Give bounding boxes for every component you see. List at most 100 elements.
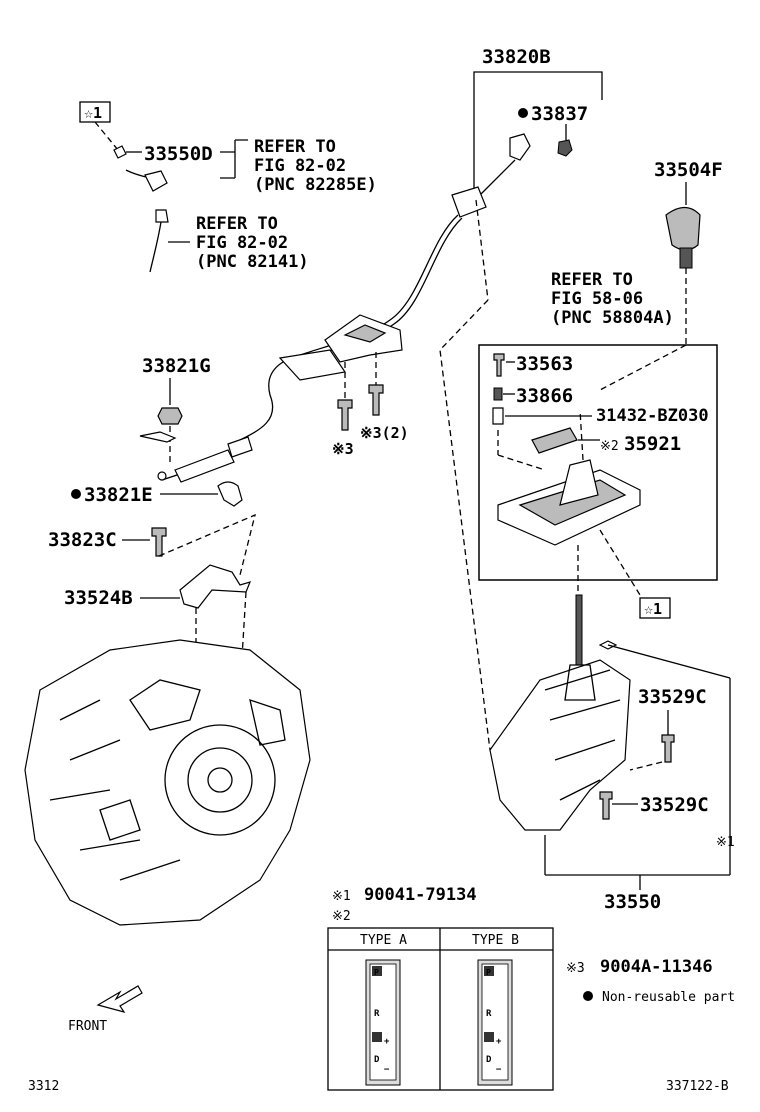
- type-b-n-box: [484, 1032, 494, 1042]
- ref3-line3: (PNC 58804A): [551, 308, 674, 328]
- shift-knob-icon: [665, 206, 701, 251]
- type-a-p: P: [374, 968, 379, 977]
- connector-icon: [155, 209, 169, 223]
- cable-collar-icon: [227, 436, 253, 458]
- type-b-plate-inner: [481, 963, 509, 1081]
- non-reusable-dot-33821E: [71, 489, 81, 499]
- lock-release-icon: [144, 170, 168, 192]
- label-33823C[interactable]: 33823C: [48, 529, 117, 551]
- label-33550D[interactable]: 33550D: [144, 143, 213, 165]
- ref2-line3: (PNC 82141): [196, 252, 309, 272]
- shift-lever-ribs: [544, 669, 621, 801]
- front-arrow: FRONT: [68, 985, 143, 1034]
- note3-label-a: ※3: [332, 440, 354, 458]
- transaxle-bell-inner: [187, 747, 253, 813]
- cable-eye-icon: [157, 471, 167, 481]
- shift-lever-pivot: [564, 664, 596, 701]
- type-a-n-box: [372, 1032, 382, 1042]
- label-33563[interactable]: 33563: [516, 353, 573, 375]
- front-label: FRONT: [68, 1019, 107, 1034]
- dash-to-star1: [599, 529, 641, 596]
- dash-pin-b: [497, 454, 546, 471]
- non-reusable-dot-33837: [518, 108, 528, 118]
- dash-star1-a: [94, 121, 119, 151]
- legend-note3-mark: ※3: [566, 961, 585, 976]
- housing-box: [478, 344, 718, 581]
- cable-transmission-end-icon: [174, 449, 235, 483]
- shift-lever-base-icon: [489, 659, 631, 831]
- transaxle-ribs: [49, 699, 181, 881]
- cable-end-icon: [509, 133, 531, 161]
- label-33866[interactable]: 33866: [516, 385, 573, 407]
- type-b-plus: +: [496, 1037, 502, 1047]
- label-35921[interactable]: 35921: [624, 433, 681, 455]
- footer-right-code: 337122-B: [666, 1079, 729, 1094]
- label-33529C-b[interactable]: 33529C: [640, 794, 709, 816]
- type-b-d: D: [486, 1055, 492, 1065]
- type-a-r: R: [374, 1009, 380, 1019]
- ref3-line1: REFER TO: [551, 270, 633, 290]
- note2-label: ※2: [600, 439, 619, 454]
- ref3-line2: FIG 58-06: [551, 289, 643, 309]
- type-b-r: R: [486, 1009, 492, 1019]
- cable-end-link: [479, 159, 516, 196]
- transaxle-plate: [99, 799, 141, 841]
- legend-note2-mark: ※2: [332, 909, 351, 924]
- washer-icon: [139, 431, 177, 443]
- transaxle-hub: [207, 767, 233, 793]
- type-b-p: P: [486, 968, 491, 977]
- shift-cable-line: [239, 214, 459, 441]
- label-33837[interactable]: 33837: [531, 103, 588, 125]
- transaxle-boss: [129, 679, 201, 731]
- footer-left-code: 3312: [28, 1079, 59, 1094]
- type-a-plate-inner: [369, 963, 397, 1081]
- ref1-line3: (PNC 82285E): [254, 175, 377, 195]
- transaxle-lever: [249, 699, 286, 746]
- connector-wire: [149, 221, 162, 273]
- pin-icon-31432: [492, 407, 504, 425]
- dash-boot: [579, 409, 584, 461]
- clip-icon-33550D: [113, 145, 127, 159]
- shift-knob-stem: [679, 247, 693, 269]
- label-33550[interactable]: 33550: [604, 891, 661, 913]
- shift-knob-group: 33504F: [654, 159, 723, 345]
- clip-33837-icon: [557, 139, 573, 157]
- label-33529C-a[interactable]: 33529C: [638, 686, 707, 708]
- leader-note1-top: [607, 644, 731, 679]
- type-a-d: D: [374, 1055, 380, 1065]
- legend-note3-part[interactable]: 9004A-11346: [600, 957, 713, 977]
- label-33821E[interactable]: 33821E: [84, 484, 153, 506]
- bolt-icon-33529C-b: [599, 791, 613, 820]
- legend-dot: [583, 991, 593, 1001]
- type-a-label: TYPE A: [360, 933, 407, 948]
- label-33524B[interactable]: 33524B: [64, 587, 133, 609]
- transmission-link-group: 33821G 33821E 33823C 33524B: [48, 355, 256, 691]
- legend-nonreusable: Non-reusable part: [602, 990, 735, 1005]
- ref1-line2: FIG 82-02: [254, 156, 346, 176]
- label-33504F[interactable]: 33504F: [654, 159, 723, 181]
- legend-note1-part[interactable]: 90041-79134: [364, 885, 477, 905]
- label-33821G[interactable]: 33821G: [142, 355, 211, 377]
- label-31432[interactable]: 31432-BZ030: [596, 406, 709, 426]
- legend-note1-mark: ※1: [332, 889, 351, 904]
- type-b-minus: −: [496, 1065, 502, 1075]
- lock-release-group: ☆1 33550D REFER TO FIG 82-02 (PNC 82285E…: [79, 101, 377, 273]
- bolt-icon-a: [337, 399, 353, 431]
- bolt-icon-33529C-a: [661, 734, 675, 763]
- dash-bolt-33823C: [158, 513, 256, 576]
- star1-label-b: ☆1: [644, 600, 662, 618]
- ref1-line1: REFER TO: [254, 137, 336, 157]
- transaxle-bell: [164, 724, 276, 836]
- shift-boot-icon: [559, 459, 599, 506]
- bracket-33820B: [473, 71, 603, 85]
- clip-icon-33821E: [217, 481, 243, 507]
- label-33820B[interactable]: 33820B: [482, 46, 551, 68]
- type-b-p-box: [484, 966, 494, 976]
- note3x2-label: ※3(2): [360, 424, 409, 442]
- type-a-plus: +: [384, 1037, 390, 1047]
- dash-knob-into-box: [599, 344, 687, 391]
- cable-bracket-inner: [343, 324, 387, 343]
- shift-cable-group: 33820B 33837 ※3 ※3(2): [157, 46, 603, 751]
- bracket-ref1: [220, 139, 248, 179]
